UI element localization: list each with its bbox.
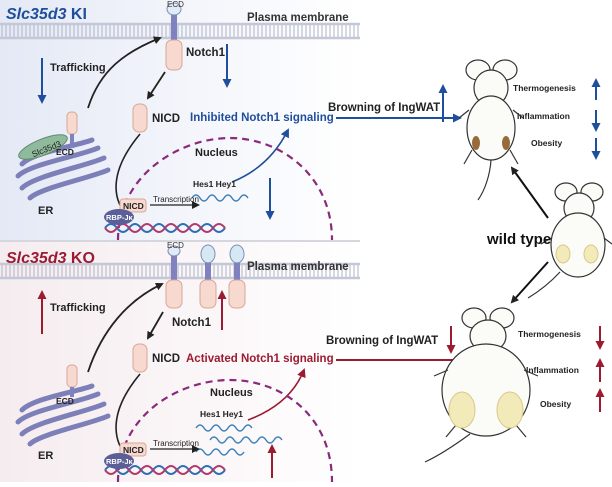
- bottom-signal-curve-arrow: [247, 368, 306, 421]
- bottom-cleavage-arrow: [147, 311, 164, 340]
- bottom-browning-label: Browning of IngWAT: [326, 335, 438, 347]
- top-rbp-protein: [104, 209, 134, 225]
- bottom-transcription-label: Transcription: [153, 439, 199, 448]
- bottom-mouse-fat-left: [448, 391, 476, 429]
- top-dna-strand-b: [104, 223, 226, 233]
- top-mouse: [458, 59, 524, 201]
- top-mrna: [191, 194, 249, 202]
- top-cleavage-arrow: [146, 71, 166, 100]
- top-inflammation-label: Inflammation: [517, 111, 570, 121]
- top-nicd-small-label: NICD: [123, 201, 144, 211]
- top-rbp-label: RBP-Jκ: [106, 213, 134, 222]
- bottom-nicd-fragment: [132, 343, 148, 373]
- top-mouse-fat-right: [502, 136, 510, 150]
- top-er-receptor: [66, 111, 78, 148]
- wildtype-mouse-fat-left: [555, 244, 571, 264]
- top-slc35d3-protein: [18, 134, 68, 160]
- bottom-inflammation-label: Inflammation: [526, 365, 579, 375]
- bottom-plasma-membrane: [0, 262, 360, 280]
- wildtype-to-ko-arrow: [510, 261, 549, 304]
- top-trafficking-label: Trafficking: [50, 62, 106, 74]
- bottom-mrna: [195, 424, 283, 456]
- wildtype-label: wild type: [486, 231, 551, 248]
- bottom-notch1-label: Notch1: [172, 317, 212, 329]
- top-panel-bg: [0, 0, 360, 240]
- bottom-rbp-protein: [104, 453, 134, 469]
- top-thermogenesis-label: Thermogenesis: [513, 83, 576, 93]
- top-notch1-label: Notch1: [186, 47, 226, 59]
- top-nucleus-label: Nucleus: [195, 147, 238, 159]
- top-plasma-membrane: [0, 22, 360, 40]
- top-nicd-fragment: [132, 103, 148, 133]
- bottom-nicd-box: [119, 442, 147, 457]
- top-membrane-label: Plasma membrane: [247, 12, 349, 24]
- bottom-signal-label: Activated Notch1 signaling: [186, 353, 334, 365]
- bottom-er-receptor: [66, 364, 78, 397]
- bottom-nucleus: [116, 378, 334, 483]
- top-signal-curve-arrow: [231, 128, 289, 183]
- top-obesity-label: Obesity: [531, 138, 562, 148]
- top-signal-label: Inhibited Notch1 signaling: [190, 112, 334, 124]
- bottom-nicd-small-label: NICD: [123, 445, 144, 455]
- wildtype-mouse-fat-right: [583, 244, 599, 264]
- bottom-nucleus-label: Nucleus: [210, 387, 253, 399]
- bottom-notch1-receptors: [165, 244, 246, 309]
- bottom-rbp-label: RBP-Jκ: [106, 457, 134, 466]
- top-nicd-box: [119, 198, 147, 213]
- bottom-er: [15, 383, 111, 447]
- top-trafficking-arrow: [87, 36, 162, 109]
- bottom-hes-hey-label: Hes1 Hey1: [200, 409, 243, 419]
- bottom-obesity-label: Obesity: [540, 399, 571, 409]
- bottom-trafficking-label: Trafficking: [50, 302, 106, 314]
- top-notch1-receptor: [165, 2, 183, 71]
- bottom-ecd-label: ECD: [167, 241, 184, 250]
- bottom-er-label: ER: [38, 450, 53, 462]
- top-browning-label: Browning of IngWAT: [328, 102, 440, 114]
- top-nicd-label: NICD: [152, 113, 180, 125]
- bottom-nicd-label: NICD: [152, 353, 180, 365]
- bottom-trafficking-arrow: [87, 282, 164, 373]
- top-mouse-fat-left: [472, 136, 480, 150]
- bottom-title: Slc35d3 KO: [6, 250, 95, 267]
- top-title: Slc35d3 KI: [6, 6, 87, 23]
- bottom-membrane-label: Plasma membrane: [247, 261, 349, 273]
- bottom-mouse-fat-right: [496, 391, 524, 429]
- top-er-ecd-label: ECD: [56, 147, 74, 157]
- top-hes-hey-label: Hes1 Hey1: [193, 179, 236, 189]
- top-transcription-label: Transcription: [153, 195, 199, 204]
- wildtype-to-ki-arrow: [510, 166, 549, 219]
- top-ecd-label: ECD: [167, 0, 184, 9]
- bottom-er-ecd-label: ECD: [56, 396, 74, 406]
- top-er-label: ER: [38, 205, 53, 217]
- bottom-thermogenesis-label: Thermogenesis: [518, 329, 581, 339]
